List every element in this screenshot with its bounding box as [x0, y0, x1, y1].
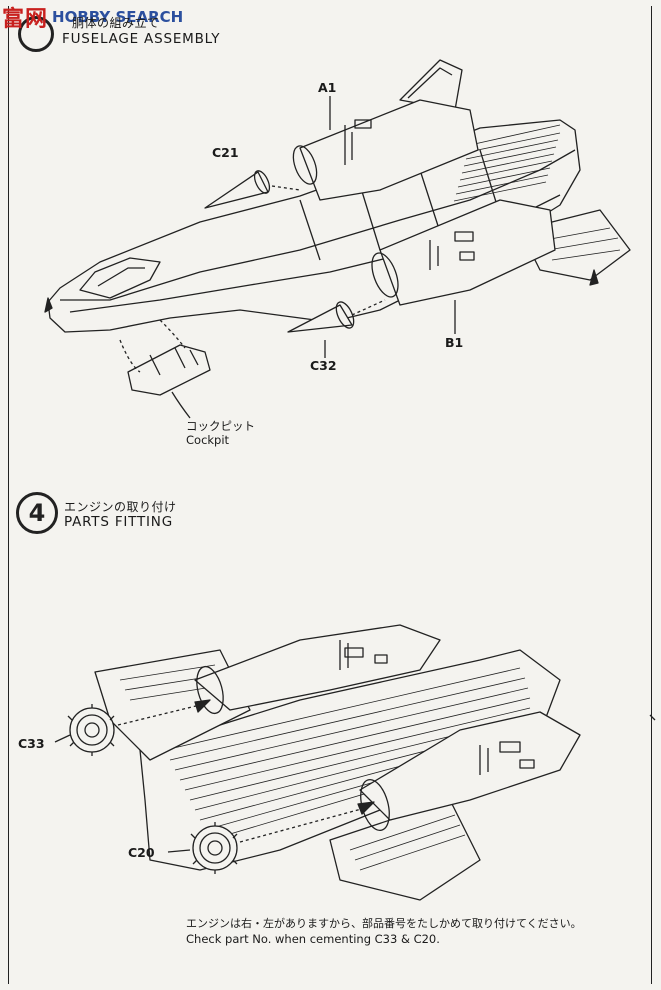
step-4-note-en: Check part No. when cementing C33 & C20. [186, 932, 440, 946]
label-c20: C20 [128, 845, 155, 860]
step-3-title-jp: 胴体の組み立て [72, 16, 160, 30]
label-a1: A1 [318, 80, 337, 95]
step-3-title-en: FUSELAGE ASSEMBLY [62, 31, 221, 47]
page-frame [8, 6, 652, 984]
watermark-logo: 富网 HOBBY SEARCH [2, 2, 183, 32]
watermark-cn: 富网 [2, 7, 49, 32]
label-c33: C33 [18, 736, 45, 751]
step-4-title-en: PARTS FITTING [64, 514, 173, 530]
step-3-badge [18, 16, 54, 52]
step-4-badge: 4 [16, 492, 58, 534]
cockpit-label-en: Cockpit [186, 433, 230, 447]
watermark-en: HOBBY SEARCH [52, 8, 184, 26]
label-c21: C21 [212, 145, 239, 160]
cockpit-label-jp: コックピット [186, 419, 255, 433]
step-4-note-jp: エンジンは右・左がありますから、部品番号をたしかめて取り付けてください。 [186, 917, 582, 930]
label-c32: C32 [310, 358, 337, 373]
label-b1: B1 [445, 335, 464, 350]
step-4-title-jp: エンジンの取り付け [64, 500, 177, 514]
